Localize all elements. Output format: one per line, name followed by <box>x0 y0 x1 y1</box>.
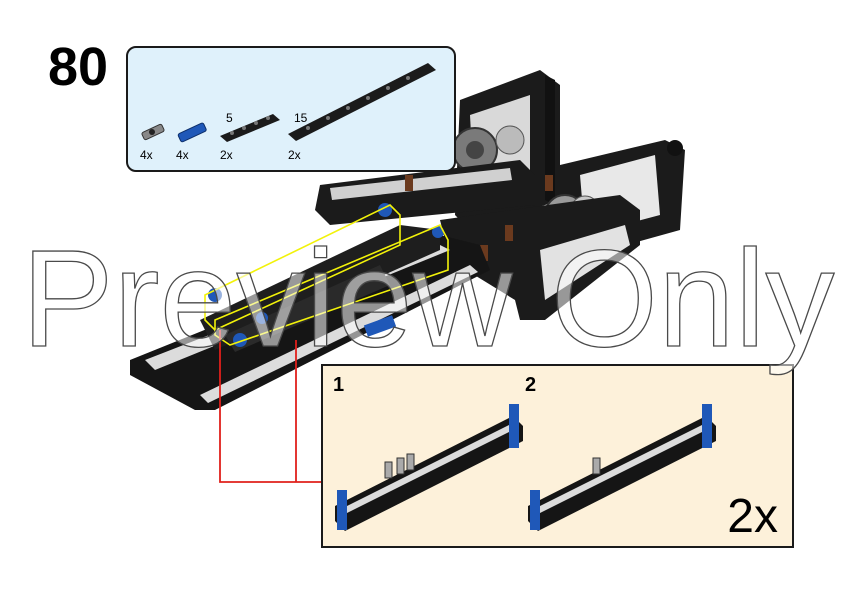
step-number: 80 <box>48 37 109 97</box>
part-qty: 4x <box>140 148 153 162</box>
callout-lines <box>219 330 321 483</box>
part-qty: 2x <box>288 148 301 162</box>
part-qty: 4x <box>176 148 189 162</box>
beam-5-icon <box>220 114 280 142</box>
blue-axle-pin-icon <box>177 122 207 143</box>
part-length: 15 <box>294 111 308 125</box>
substep-number: 2 <box>525 374 537 396</box>
beam-15-icon <box>288 63 436 141</box>
subassembly-art <box>335 404 716 531</box>
part-qty: 2x <box>220 148 233 162</box>
model-frame-upper <box>315 70 685 320</box>
substep-number: 1 <box>333 374 345 396</box>
axle-pin-connector-icon <box>141 123 165 141</box>
parts-list: 4x 4x 5 2x 15 2x <box>126 46 456 172</box>
parts-list-art <box>141 63 436 143</box>
new-parts-highlight <box>204 204 449 346</box>
substep-2-beam <box>528 404 716 531</box>
subassembly-multiplier: 2x <box>727 490 778 543</box>
substep-1-beam <box>335 404 523 531</box>
part-length: 5 <box>226 111 233 125</box>
subassembly-box: 1 2 2x <box>321 364 794 548</box>
